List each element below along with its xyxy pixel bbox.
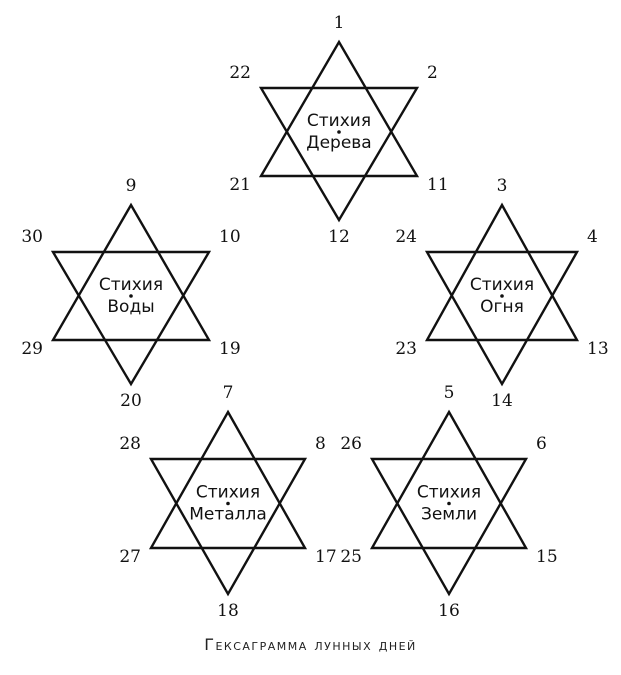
up-triangle [258, 39, 420, 178]
day-number-upper-right: 10 [219, 227, 241, 247]
day-number-top: 7 [223, 383, 234, 403]
day-number-lower-left: 29 [21, 339, 43, 359]
day-number-bottom: 16 [438, 601, 460, 621]
day-number-lower-left: 21 [229, 175, 251, 195]
element-label-line2: Земли [421, 505, 477, 525]
day-number-lower-right: 19 [219, 339, 241, 359]
center-dot [337, 130, 341, 134]
center-dot [500, 294, 504, 298]
up-triangle [424, 202, 580, 342]
up-triangle [369, 409, 529, 550]
element-label-line2: Огня [480, 297, 524, 317]
down-triangle [148, 457, 308, 597]
element-label-line1: Стихия [470, 275, 534, 295]
element-label-line1: Стихия [417, 483, 481, 503]
day-number-upper-right: 6 [536, 434, 547, 454]
center-dot [447, 501, 451, 506]
day-number-lower-left: 27 [119, 547, 141, 567]
day-number-top: 5 [444, 383, 455, 403]
down-triangle [369, 457, 529, 597]
day-number-lower-left: 23 [395, 339, 417, 359]
day-number-lower-right: 11 [427, 175, 449, 195]
day-number-bottom: 18 [217, 601, 239, 621]
day-number-bottom: 14 [491, 391, 513, 411]
diagram-caption: Гексаграмма лунных дней [204, 635, 417, 654]
up-triangle [148, 409, 308, 550]
down-triangle [50, 250, 212, 387]
element-label-line2: Воды [107, 297, 154, 317]
element-label-line1: Стихия [307, 111, 371, 131]
down-triangle [258, 86, 420, 223]
day-number-upper-left: 30 [21, 227, 43, 247]
center-dot [129, 294, 133, 298]
day-number-lower-right: 15 [536, 547, 558, 567]
element-label-line1: Стихия [196, 483, 260, 503]
up-triangle [50, 202, 212, 342]
element-label-line2: Дерева [306, 133, 371, 153]
day-number-upper-right: 8 [315, 434, 326, 454]
day-number-upper-right: 4 [587, 227, 598, 247]
day-number-upper-left: 26 [340, 434, 362, 454]
day-number-lower-right: 17 [315, 547, 337, 567]
day-number-top: 9 [126, 176, 137, 196]
day-number-upper-left: 24 [395, 227, 417, 247]
day-number-top: 3 [497, 176, 508, 196]
day-number-upper-left: 28 [119, 434, 141, 454]
element-label-line2: Металла [189, 505, 267, 525]
element-label-line1: Стихия [99, 275, 163, 295]
day-number-lower-right: 13 [587, 339, 609, 359]
day-number-bottom: 20 [120, 391, 142, 411]
day-number-upper-right: 2 [427, 63, 438, 83]
down-triangle [424, 250, 580, 387]
center-dot [226, 501, 230, 506]
day-number-top: 1 [334, 13, 345, 33]
day-number-lower-left: 25 [340, 547, 362, 567]
day-number-bottom: 12 [328, 227, 350, 247]
day-number-upper-left: 22 [229, 63, 251, 83]
